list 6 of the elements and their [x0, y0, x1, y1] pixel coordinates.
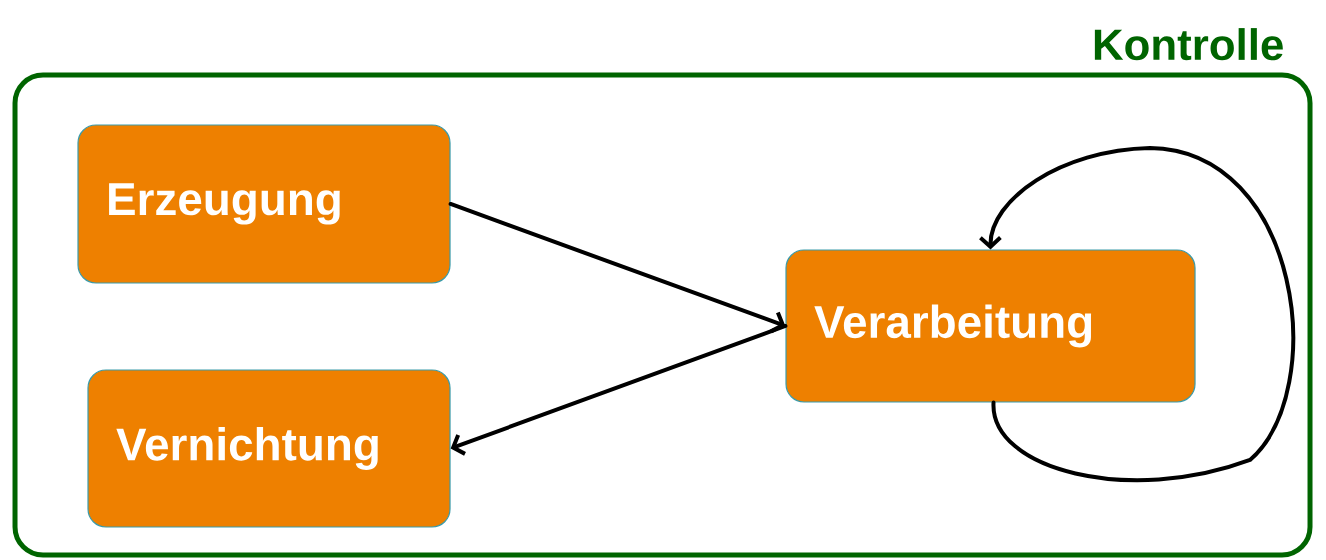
process-box: Vernichtung: [87, 369, 451, 528]
arrow: [979, 146, 1295, 483]
process-box: Verarbeitung: [785, 249, 1196, 403]
node-label: Kontrolle: [1094, 28, 1283, 61]
arrow: [450, 324, 788, 456]
process-box: Erzeugung: [77, 124, 451, 284]
